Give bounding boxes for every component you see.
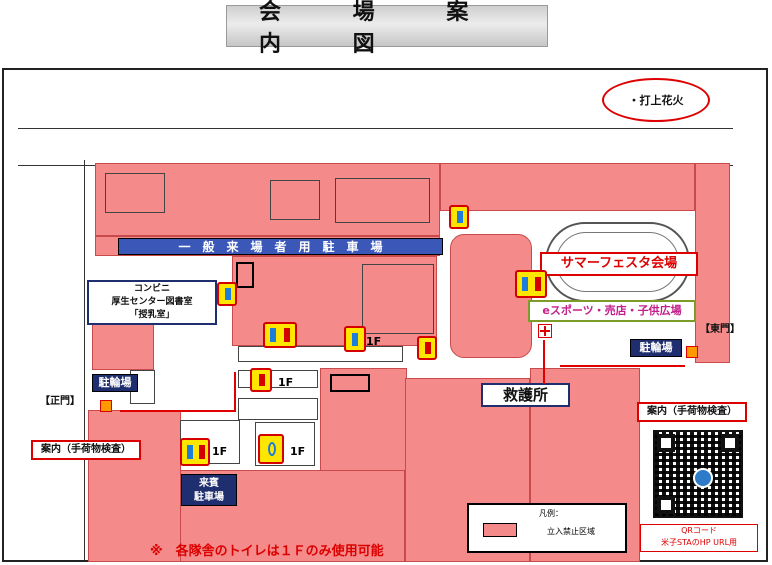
building-north-2 <box>270 180 320 220</box>
legend-box: 凡例： 立入禁止区域 <box>467 503 627 553</box>
toilet-note: ※ 各隊舎のトイレは１Ｆのみ使用可能 <box>150 544 384 559</box>
page-title: 会 場 案 内 図 <box>259 0 501 57</box>
restricted-zone-east <box>695 163 730 363</box>
building-mid-2 <box>330 374 370 392</box>
building-north-3 <box>335 178 430 223</box>
restricted-zone-southwest <box>88 410 181 562</box>
building-mid-4 <box>238 398 318 420</box>
building-north-1 <box>105 173 165 213</box>
floor-label: 1F <box>290 445 306 458</box>
toilet-icon <box>515 270 547 298</box>
route-arrow-east <box>560 365 685 367</box>
first-aid-marker <box>538 324 552 338</box>
legend-swatch <box>483 523 517 537</box>
toilet-icon <box>217 282 237 306</box>
legend-item: 立入禁止区域 <box>547 527 595 536</box>
building-south-2 <box>255 422 315 466</box>
bicycle-parking-west: 駐輪場 <box>92 374 138 392</box>
restricted-zone-south <box>320 368 407 478</box>
accessible-toilet-icon <box>258 434 284 464</box>
toilet-icon <box>263 322 297 348</box>
general-parking-banner: 一 般 来 場 者 用 駐 車 場 <box>118 238 443 255</box>
title-banner: 会 場 案 内 図 <box>226 0 548 57</box>
qr-caption: QRコード 米子STAのHP URL用 <box>640 524 758 552</box>
route-arrow-main <box>120 410 235 412</box>
fireworks-oval: ・打上花火 <box>602 78 710 122</box>
restricted-zone-north-east <box>440 163 695 211</box>
fireworks-label: ・打上花火 <box>628 94 684 107</box>
main-gate-info-point <box>100 400 112 412</box>
east-gate-info-point <box>686 346 698 358</box>
vip-parking-label: 来賓 駐車場 <box>181 474 237 506</box>
floor-label: 1F <box>366 335 382 348</box>
summer-fest-label: サマーフェスタ会場 <box>540 252 698 276</box>
first-aid-pointer <box>543 340 545 384</box>
building-mid-3 <box>238 370 318 388</box>
legend-title: 凡例： <box>539 509 563 518</box>
toilet-icon <box>449 205 469 229</box>
road-line-left <box>84 160 85 560</box>
floor-label: 1F <box>212 445 228 458</box>
restricted-zone-center <box>232 256 437 346</box>
toilet-icon <box>180 438 210 466</box>
building-mid-1 <box>238 346 403 362</box>
conbini-label: コンビニ 厚生センター図書室 「授乳室」 <box>87 280 217 325</box>
toilet-icon <box>250 368 272 392</box>
restricted-zone-north <box>95 163 440 236</box>
floor-label: 1F <box>278 376 294 389</box>
east-gate-label: 【東門】 <box>700 324 740 335</box>
qr-code <box>653 430 743 518</box>
bicycle-parking-east: 駐輪場 <box>630 339 682 357</box>
toilet-icon <box>417 336 437 360</box>
first-aid-label: 救護所 <box>481 383 570 407</box>
toilet-icon <box>344 326 366 352</box>
building-center-block <box>362 264 434 334</box>
esports-label: eスポーツ・売店・子供広場 <box>528 300 696 322</box>
building-dark-small <box>236 262 254 288</box>
main-gate-label: 【正門】 <box>40 396 80 407</box>
info-east-label: 案内（手荷物検査） <box>637 402 747 422</box>
runway-line-top <box>18 128 733 129</box>
route-arrow-vertical <box>234 372 236 412</box>
info-west-label: 案内（手荷物検査） <box>31 440 141 460</box>
